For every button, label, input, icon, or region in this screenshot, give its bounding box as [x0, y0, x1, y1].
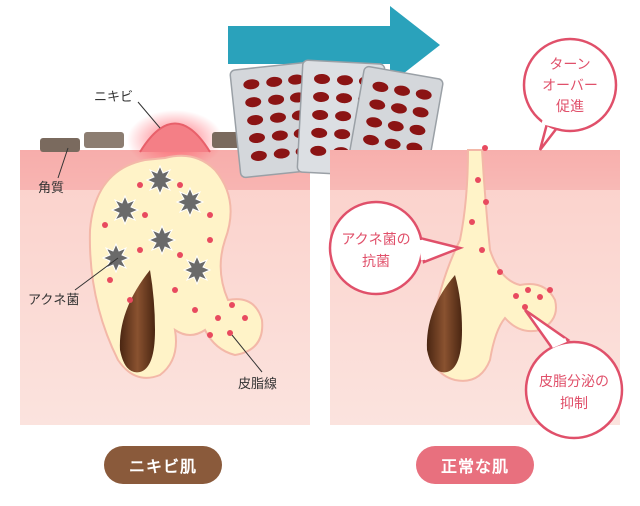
leader-acne	[137, 101, 161, 129]
bubble-turnover: ターン オーバー 促進	[522, 37, 618, 151]
leader-bacteria	[74, 257, 119, 291]
bubble-antibacterial-line2: 抗菌	[362, 254, 390, 270]
label-sebaceous: 皮脂線	[238, 376, 277, 392]
bacteria-icon	[145, 164, 175, 196]
bubble-turnover-line2: オーバー	[542, 78, 598, 94]
caption-healthy-skin: 正常な肌	[416, 446, 534, 484]
sebum-dots-right	[469, 145, 553, 310]
supplement-pill-packs	[229, 59, 444, 187]
leader-sebaceous	[231, 334, 263, 373]
keratin-flake	[84, 132, 124, 148]
bubble-antibacterial-line1: アクネ菌の	[341, 232, 410, 248]
transition-arrow	[228, 6, 440, 84]
bacteria-icon	[175, 186, 205, 218]
bubble-turnover-line1: ターン	[549, 57, 590, 73]
bacteria-icon	[110, 194, 140, 226]
leader-keratin	[57, 147, 69, 179]
arrow-right-icon	[228, 6, 440, 84]
bubble-sebum-line2: 抑制	[560, 396, 588, 412]
label-keratin: 角質	[38, 181, 64, 196]
hair-root	[426, 275, 462, 373]
bubble-turnover-line3: 促進	[556, 99, 584, 115]
sebum-dots-left	[102, 182, 248, 338]
bubble-sebum-control: 皮脂分泌の 抑制	[523, 308, 624, 440]
bubble-sebum-line1: 皮脂分泌の	[539, 374, 609, 390]
label-acne: ニキビ	[94, 90, 133, 105]
bacteria-icon	[147, 224, 177, 256]
label-bacteria: アクネ菌	[28, 293, 79, 308]
keratin-flake	[40, 138, 80, 152]
acne-bacteria-group	[101, 164, 212, 286]
caption-acne-skin: ニキビ肌	[104, 446, 222, 484]
acne-bump	[139, 122, 211, 153]
bacteria-icon	[182, 254, 212, 286]
bacteria-icon	[101, 242, 131, 274]
hair-root	[119, 270, 155, 373]
bubble-antibacterial: アクネ菌の 抗菌	[328, 200, 465, 296]
